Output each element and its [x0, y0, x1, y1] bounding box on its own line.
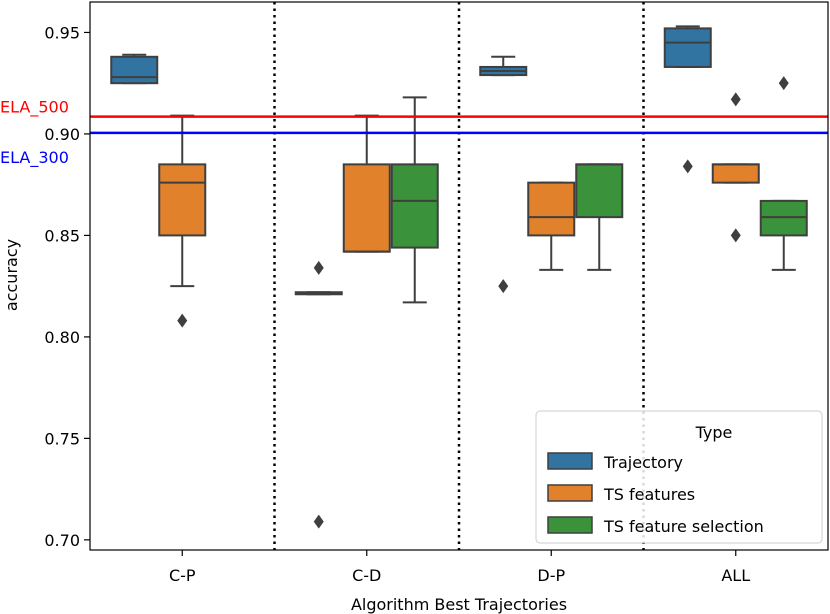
box-series — [110, 25, 808, 529]
legend-swatch — [547, 452, 593, 470]
box-body — [711, 163, 760, 184]
outlier-point — [313, 514, 324, 529]
outlier-point — [682, 159, 693, 174]
box-trajectory-c-p — [110, 53, 159, 85]
y-tick-label: 0.85 — [44, 226, 80, 245]
box-ts-features-all — [711, 92, 760, 243]
legend-title: Type — [695, 423, 733, 442]
box-ts-feature-selection-d-p — [575, 163, 624, 271]
box-ts-features-c-d — [342, 114, 391, 253]
x-tick-label: ALL — [721, 566, 750, 585]
x-axis-label: Algorithm Best Trajectories — [351, 595, 567, 614]
legend-box — [535, 410, 823, 544]
y-axis-label: accuracy — [2, 239, 21, 311]
legend-entry-label: TS feature selection — [603, 517, 764, 536]
box-body — [158, 163, 207, 237]
box-ts-features-d-p — [527, 181, 576, 271]
plot-frame — [89, 1, 829, 551]
box-ts-feature-selection-all — [759, 76, 808, 271]
legend-swatch — [547, 516, 593, 534]
outlier-point — [778, 76, 789, 91]
box-body — [663, 27, 712, 68]
y-tick-label: 0.70 — [44, 531, 80, 550]
x-tick-label: C-D — [352, 566, 381, 585]
y-tick-label: 0.75 — [44, 429, 80, 448]
y-tick-label: 0.95 — [44, 23, 80, 42]
reference-label-ela_300: ELA_300 — [0, 148, 69, 168]
box-trajectory-d-p — [479, 55, 528, 294]
box-body — [527, 181, 576, 237]
legend-swatch — [547, 484, 593, 502]
reference-label-ela_500: ELA_500 — [0, 98, 69, 118]
box-ts-features-c-p — [158, 114, 207, 328]
y-tick-label: 0.80 — [44, 328, 80, 347]
y-tick-label: 0.90 — [44, 125, 80, 144]
outlier-point — [177, 313, 188, 328]
legend-entry-label: TS features — [603, 485, 695, 504]
outlier-point — [730, 92, 741, 107]
outlier-point — [313, 260, 324, 275]
box-body — [575, 163, 624, 219]
outlier-point — [730, 228, 741, 243]
box-trajectory-all — [663, 25, 712, 174]
axes: 0.70 0.75 0.80 0.85 0.90 0.95C-P C-D D-P ALL — [44, 1, 829, 585]
legend-entry-label: Trajectory — [603, 453, 683, 472]
outlier-point — [498, 279, 509, 294]
box-body — [390, 163, 439, 249]
box-ts-feature-selection-c-d — [390, 96, 439, 304]
box-body — [110, 55, 159, 85]
box-trajectory-c-d — [294, 260, 343, 529]
box-body — [759, 199, 808, 237]
box-body — [342, 163, 391, 253]
x-tick-label: D-P — [537, 566, 565, 585]
x-tick-label: C-P — [169, 566, 196, 585]
